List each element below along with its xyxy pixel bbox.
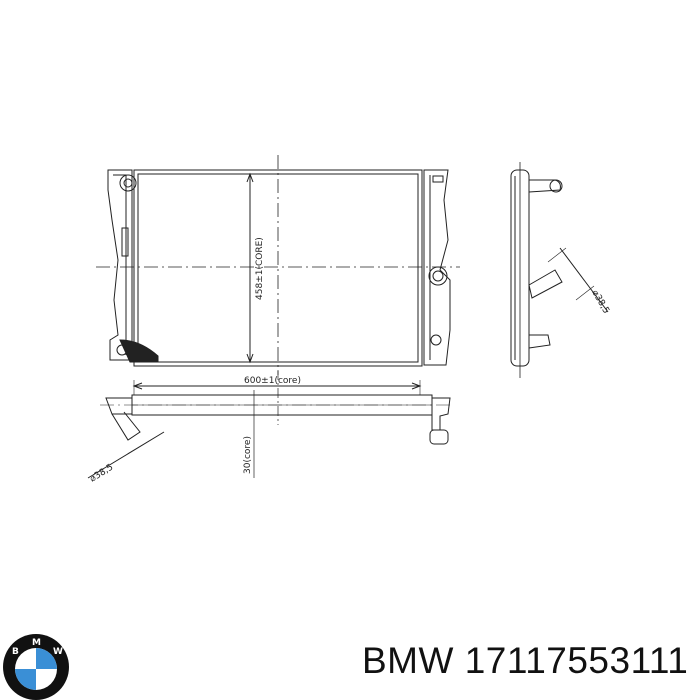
- width-dimension-label: 600±1(core): [244, 376, 301, 386]
- top-view: [87, 370, 451, 479]
- top-diameter-label: ⌀38,5: [88, 463, 115, 485]
- bmw-logo: B M W: [3, 634, 69, 700]
- logo-letter-b: B: [12, 647, 19, 657]
- side-diameter-label: ⌀38,5: [589, 289, 610, 316]
- front-view: [96, 155, 460, 375]
- logo-letter-w: W: [53, 647, 63, 657]
- logo-letter-m: M: [32, 638, 41, 648]
- height-dimension-label: 458±1(CORE): [255, 237, 265, 300]
- part-number-caption: BMW 17117553111: [362, 640, 689, 681]
- side-view: [510, 162, 609, 378]
- depth-dimension-label: 30(core): [243, 436, 253, 474]
